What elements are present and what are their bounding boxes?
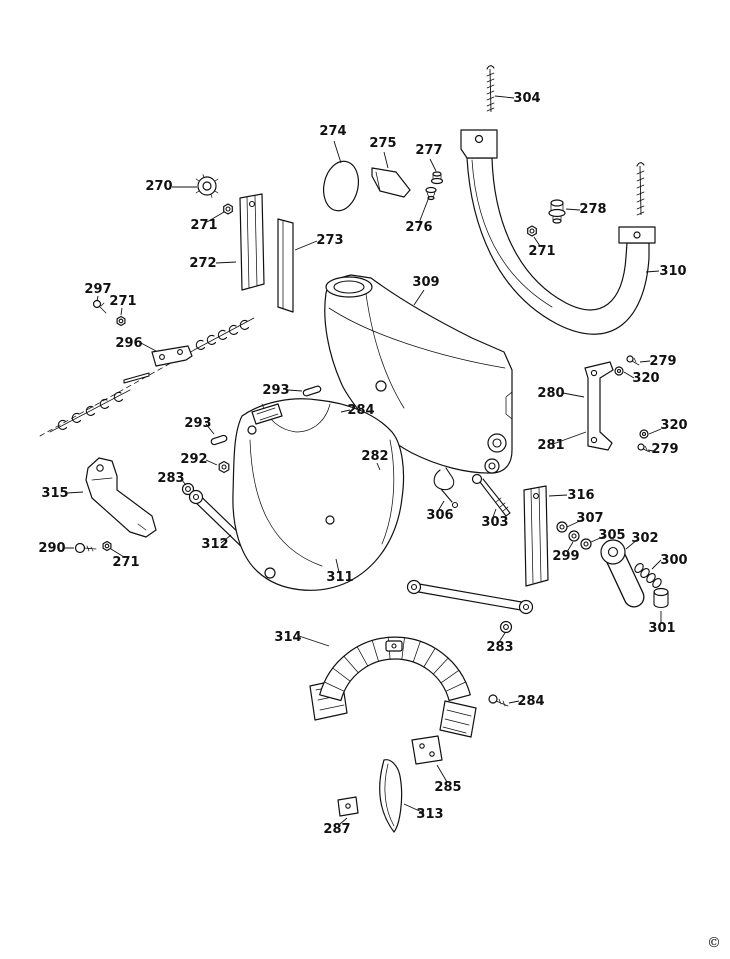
part-277-fastener (430, 171, 444, 185)
part-311-lower-guard (232, 398, 405, 591)
part-272-channel-plate (239, 193, 265, 291)
label-301: 301 (648, 621, 675, 636)
part-273-plate (277, 218, 294, 313)
label-275: 275 (369, 136, 396, 151)
part-275-bracket (371, 167, 411, 198)
label-280: 280 (537, 386, 564, 401)
part-306-spring-wire (433, 467, 459, 509)
label-300: 300 (660, 553, 687, 568)
part-283-washer-a (181, 482, 195, 496)
part-303-bolt (471, 473, 511, 517)
part-276-fastener (425, 186, 437, 201)
label-299: 299 (552, 549, 579, 564)
label-271-a: 271 (190, 218, 217, 233)
label-314: 314 (274, 630, 301, 645)
label-297: 297 (84, 282, 111, 297)
label-282: 282 (361, 449, 388, 464)
part-305-washer (580, 538, 592, 550)
part-long-screw-right (636, 162, 645, 216)
part-320-washer-a (614, 366, 624, 376)
part-320-washer-b (639, 429, 649, 439)
part-link-rod-lower (406, 579, 534, 615)
part-271-nut-b (527, 225, 537, 237)
label-277: 277 (415, 143, 442, 158)
part-270-knob (195, 174, 219, 198)
label-303: 303 (481, 515, 508, 530)
label-302: 302 (631, 531, 658, 546)
label-287: 287 (323, 822, 350, 837)
part-284-screw-b (488, 694, 509, 707)
copyright-mark: © (707, 935, 721, 951)
label-311: 311 (326, 570, 353, 585)
label-284-a: 284 (347, 403, 374, 418)
label-285: 285 (434, 780, 461, 795)
label-310: 310 (659, 264, 686, 279)
part-300-spring (634, 563, 662, 588)
part-302-lever (600, 539, 645, 608)
part-285-plate (411, 735, 443, 765)
label-309: 309 (412, 275, 439, 290)
part-310-guard-return-bracket (460, 129, 656, 335)
part-280-bracket (584, 361, 614, 451)
label-313: 313 (416, 807, 443, 822)
part-290-screw (74, 542, 97, 554)
label-320-b: 320 (660, 418, 687, 433)
part-283-washer-b (499, 620, 513, 634)
label-279-b: 279 (651, 442, 678, 457)
label-279-a: 279 (649, 354, 676, 369)
part-297-screw (92, 299, 107, 314)
part-299-washer (568, 530, 580, 542)
part-307-washer (556, 521, 568, 533)
part-315-bracket (85, 457, 157, 538)
label-293-b: 293 (184, 416, 211, 431)
part-314-guard-ring (309, 636, 477, 738)
label-273: 273 (316, 233, 343, 248)
leader-lines (64, 95, 662, 825)
part-301-cap (653, 587, 669, 609)
label-320-a: 320 (632, 371, 659, 386)
label-271-d: 271 (112, 555, 139, 570)
label-284-b: 284 (517, 694, 544, 709)
part-292-nut (218, 460, 230, 474)
part-316-plate (523, 485, 549, 587)
part-313-curved-strip (379, 759, 403, 833)
part-274-oval (322, 160, 360, 212)
label-293-a: 293 (262, 383, 289, 398)
part-labels: 304 274 275 277 270 271 276 278 271 273 … (38, 91, 721, 951)
label-315: 315 (41, 486, 68, 501)
part-271-nut-c (116, 315, 126, 327)
part-279-screw-b (637, 443, 651, 453)
label-283-b: 283 (486, 640, 513, 655)
label-307: 307 (576, 511, 603, 526)
part-293-pin-a (302, 385, 322, 397)
part-287-plate (337, 796, 359, 817)
label-306: 306 (426, 508, 453, 523)
label-278: 278 (579, 202, 606, 217)
label-270: 270 (145, 179, 172, 194)
label-281: 281 (537, 438, 564, 453)
part-279-screw-a (626, 355, 640, 366)
part-296-clip-set (39, 317, 255, 437)
label-304: 304 (513, 91, 540, 106)
label-276: 276 (405, 220, 432, 235)
label-283-a: 283 (157, 471, 184, 486)
part-278-fastener (548, 199, 566, 224)
label-312: 312 (201, 537, 228, 552)
label-271-c: 271 (109, 294, 136, 309)
part-271-nut-d (102, 540, 112, 552)
part-304-screw (486, 65, 495, 113)
label-292: 292 (180, 452, 207, 467)
label-316: 316 (567, 488, 594, 503)
part-293-pin-b (210, 434, 228, 446)
label-296: 296 (115, 336, 142, 351)
part-271-nut-a (223, 203, 233, 215)
label-274: 274 (319, 124, 346, 139)
label-271-b: 271 (528, 244, 555, 259)
label-305: 305 (598, 528, 625, 543)
label-272: 272 (189, 256, 216, 271)
label-290: 290 (38, 541, 65, 556)
